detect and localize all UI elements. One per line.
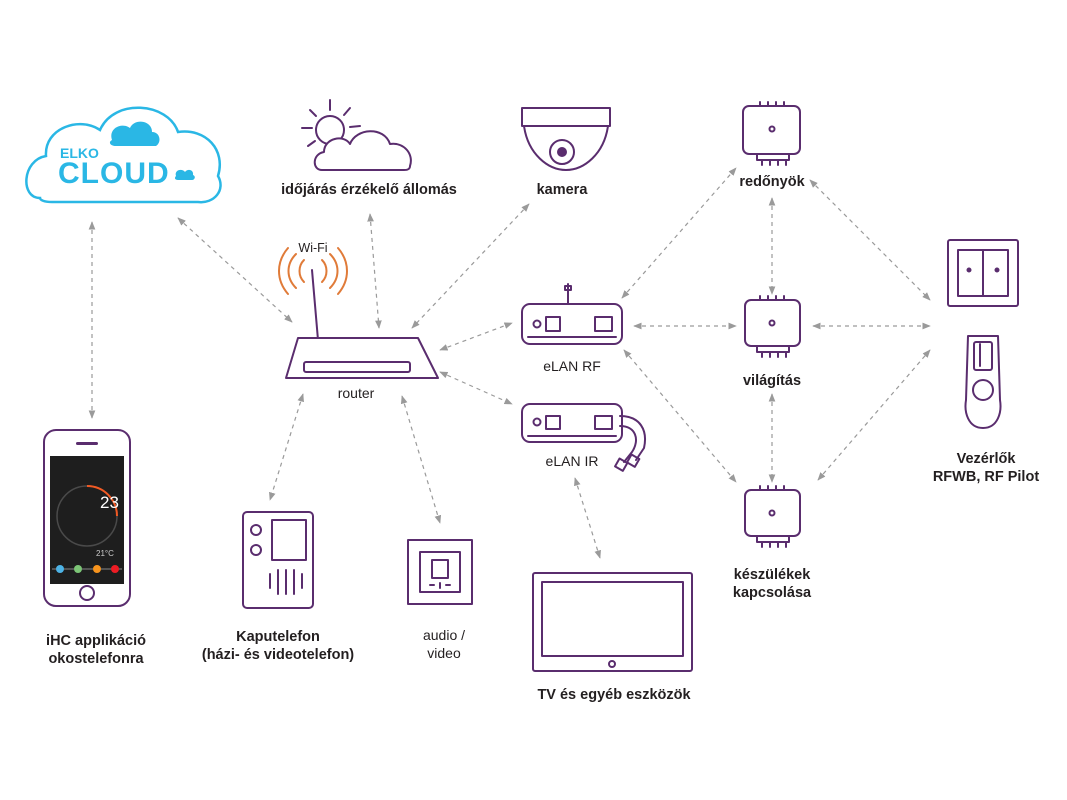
label-appliances-line1: készülékek xyxy=(733,567,811,583)
conn-router-elanir xyxy=(439,371,513,405)
label-audio-line1: audio / xyxy=(422,627,466,643)
weather-sun-cloud-icon xyxy=(301,99,412,171)
label-elan-ir: eLAN IR xyxy=(545,453,599,469)
elko-cloud-icon: ELKO CLOUD xyxy=(25,106,222,204)
security-camera-icon xyxy=(521,107,611,171)
label-camera: kamera xyxy=(536,182,588,198)
conn-router-elanrf xyxy=(439,322,513,351)
conn-camera-router xyxy=(411,203,530,329)
router-icon xyxy=(285,269,439,379)
lighting-module-icon xyxy=(744,295,801,358)
wall-switch-icon xyxy=(947,239,1019,307)
connections xyxy=(88,167,931,559)
label-controllers-line2: RFWB, RF Pilot xyxy=(932,469,1040,485)
label-app-line1: iHC applikáció xyxy=(46,633,146,649)
appliance-module-icon xyxy=(744,485,801,548)
remote-control-icon xyxy=(964,335,1002,429)
label-elan-rf: eLAN RF xyxy=(543,358,601,374)
label-app-line2: okostelefonra xyxy=(48,651,144,667)
audio-panel-icon xyxy=(407,539,473,605)
cloud-brand-small: ELKO xyxy=(60,145,99,161)
phone-temp-big: 23 xyxy=(100,493,119,512)
conn-weather-router xyxy=(367,213,382,329)
elan-ir-icon xyxy=(521,403,646,472)
conn-blinds-controllers xyxy=(809,179,931,301)
wifi-waves-icon xyxy=(278,247,348,295)
conn-router-audio xyxy=(400,395,442,524)
conn-router-doorphone xyxy=(269,393,304,501)
label-tv: TV és egyéb eszközök xyxy=(537,687,691,703)
label-controllers-line1: Vezérlők xyxy=(956,451,1016,467)
conn-elanrf-blinds xyxy=(621,167,737,299)
cloud-brand-big: CLOUD xyxy=(58,157,170,190)
label-doorphone-line2: (házi- és videotelefon) xyxy=(201,647,355,663)
conn-elanir-tv xyxy=(574,477,601,559)
label-audio-line2: video xyxy=(427,645,461,661)
label-router: router xyxy=(337,385,375,401)
label-weather-station: időjárás érzékelő állomás xyxy=(281,182,457,198)
label-doorphone-line1: Kaputelefon xyxy=(236,629,320,645)
phone-temp-small: 21°C xyxy=(96,549,114,558)
elan-rf-icon xyxy=(521,283,623,345)
blinds-module-icon xyxy=(742,101,801,166)
label-blinds: redőnyök xyxy=(739,174,805,190)
conn-elanrf-appliances xyxy=(623,349,737,483)
door-phone-icon xyxy=(242,511,314,609)
label-wifi: Wi-Fi xyxy=(298,241,328,255)
conn-cloud-router xyxy=(177,217,293,323)
label-appliances-line2: kapcsolása xyxy=(732,585,812,601)
smartphone-icon: 23 21°C xyxy=(43,429,131,607)
conn-appliances-controllers xyxy=(817,349,931,481)
tv-icon xyxy=(532,572,693,672)
label-lighting: világítás xyxy=(742,373,802,389)
